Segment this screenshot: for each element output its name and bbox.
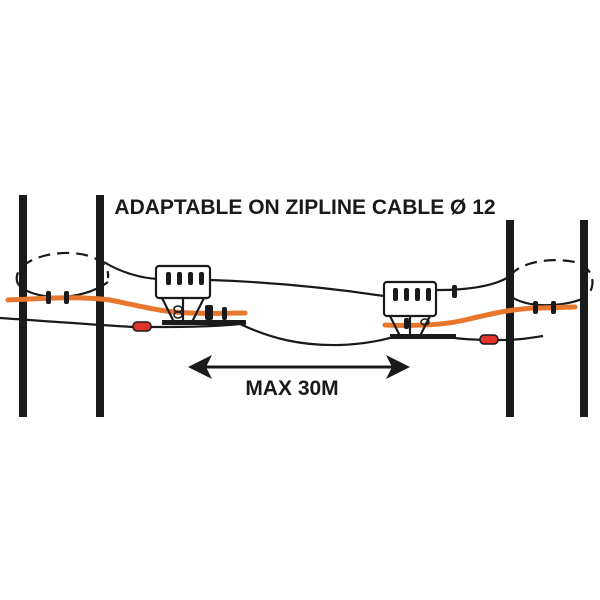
clamp	[222, 307, 227, 320]
diagram-title: ADAPTABLE ON ZIPLINE CABLE Ø 12	[114, 196, 495, 219]
zipline-cable-mid	[209, 278, 385, 298]
trolley-clamp	[452, 285, 457, 298]
trolley-base-plate	[390, 334, 456, 339]
right-loop-dashed	[509, 259, 594, 298]
trolley-roller	[188, 272, 193, 285]
clamp	[46, 291, 51, 304]
pole-right	[506, 220, 514, 417]
arrow-head-right	[386, 355, 410, 379]
trolley-roller	[426, 288, 431, 301]
cable-clamps	[46, 291, 556, 320]
trolley-clamp	[205, 305, 213, 320]
trolley-base-plate	[162, 320, 246, 325]
red-connectors	[132, 321, 499, 345]
trolley-ring	[420, 318, 430, 326]
trolley-roller	[404, 288, 409, 301]
safety-line-sag	[239, 323, 399, 347]
pole-far-right	[580, 220, 588, 417]
pole-far-left	[19, 195, 27, 417]
safety-line-right	[499, 334, 544, 342]
poles	[19, 195, 588, 417]
safety-line-left	[0, 316, 136, 329]
red-connector-right	[479, 334, 499, 345]
trolley-roller	[166, 272, 171, 285]
trolley-roller	[415, 288, 420, 301]
trolley-roller	[393, 288, 398, 301]
trolley-legs	[161, 297, 205, 323]
left-loop-dashed	[15, 251, 110, 285]
trolley-ring	[173, 311, 183, 319]
trolley-right	[382, 280, 457, 339]
arrow-head-left	[188, 355, 212, 379]
trolley-roller	[199, 272, 204, 285]
left-loop-solid	[17, 281, 109, 298]
clamp	[64, 291, 69, 304]
zipline-cable	[0, 261, 544, 347]
trolley-left	[154, 264, 246, 325]
zipline-cable-left-entry	[103, 261, 159, 281]
pole-left	[96, 195, 104, 417]
clamp	[533, 301, 538, 314]
orange-cable	[5, 295, 578, 328]
orange-cable-left	[5, 295, 248, 316]
zipline-cable-right-entry	[435, 275, 511, 292]
trolley-clamp	[404, 318, 409, 329]
distance-label: MAX 30M	[245, 377, 338, 400]
right-loop-solid	[509, 295, 587, 307]
double-arrow-icon	[188, 355, 410, 379]
red-connector-left	[132, 321, 152, 332]
trolley-roller	[177, 272, 182, 285]
clamp	[551, 301, 556, 314]
